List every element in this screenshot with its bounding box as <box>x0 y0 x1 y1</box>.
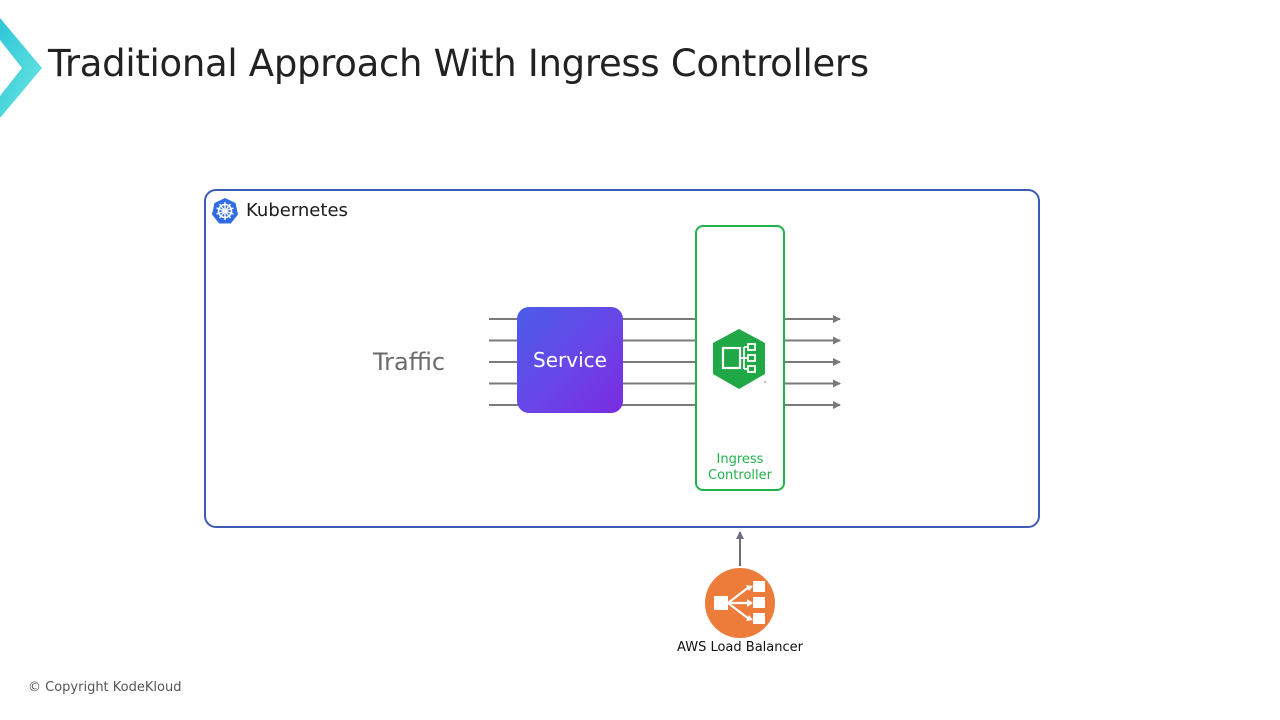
kubernetes-cluster-boundary <box>204 189 1040 528</box>
service-label: Service <box>533 348 607 372</box>
ingress-controller-box <box>695 225 785 491</box>
ingress-controller-label: Ingress Controller <box>695 452 785 484</box>
slide-title: Traditional Approach With Ingress Contro… <box>48 42 869 85</box>
aws-load-balancer-label: AWS Load Balancer <box>677 640 803 655</box>
service-node: Service <box>517 307 623 413</box>
traffic-label: Traffic <box>373 348 446 376</box>
kubernetes-helm-icon <box>212 198 238 224</box>
kubernetes-label: Kubernetes <box>246 200 348 221</box>
ingress-label-line1: Ingress <box>716 452 764 467</box>
aws-elb-icon <box>705 568 775 638</box>
copyright-footer: © Copyright KodeKloud <box>28 680 182 695</box>
kodekloud-logo-chevron-icon <box>0 18 42 118</box>
ingress-label-line2: Controller <box>708 468 772 483</box>
nginx-ingress-hexagon-icon <box>713 329 767 389</box>
